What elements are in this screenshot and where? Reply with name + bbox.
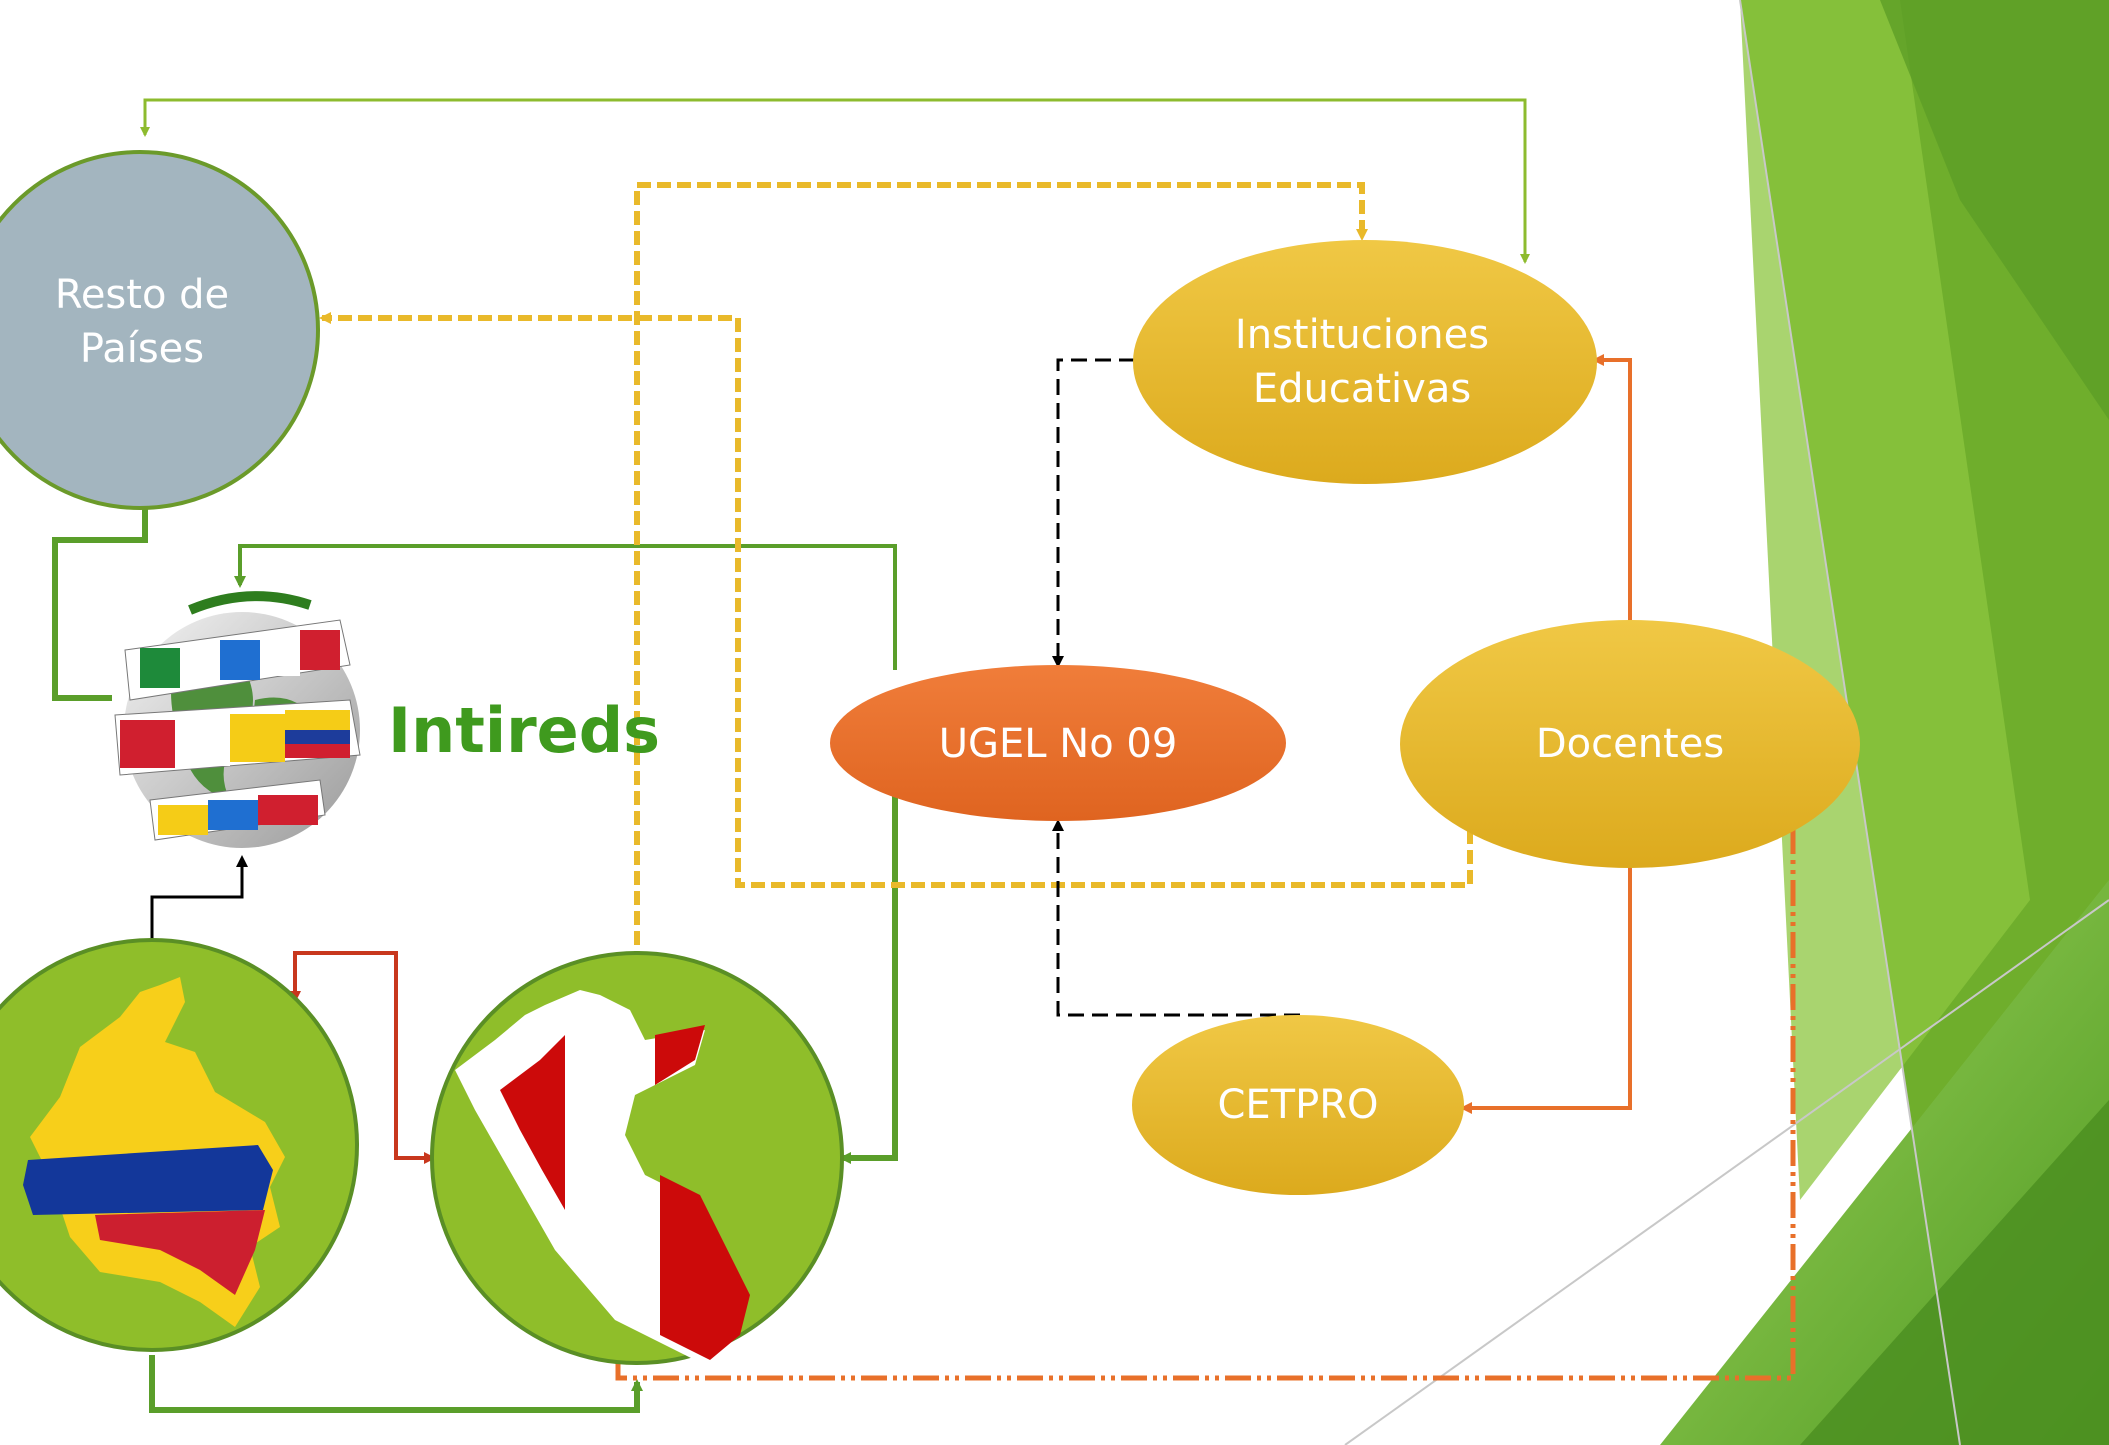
instituciones-label-line1: Instituciones (1235, 312, 1489, 358)
arrow-ugel-intireds (234, 544, 897, 670)
arrow-peru-instituciones (634, 182, 1368, 985)
node-docentes: Docentes (1400, 620, 1860, 868)
arrow-intireds-resto (52, 487, 151, 701)
resto-label-line2: Países (80, 326, 204, 372)
globe-flags-icon (114, 591, 361, 848)
docentes-label: Docentes (1536, 721, 1724, 767)
peru-map-icon (455, 990, 750, 1360)
arrow-colombia-intireds (150, 855, 248, 948)
cetpro-label: CETPRO (1217, 1082, 1378, 1128)
arrow-docentes-cetpro (1460, 868, 1632, 1114)
node-resto-de-paises: Resto de Países (0, 150, 320, 510)
node-peru (430, 951, 844, 1365)
arrow-ugel-peru (839, 795, 898, 1164)
node-ugel: UGEL No 09 (830, 665, 1286, 821)
arrow-docentes-instituciones (1592, 354, 1632, 625)
resto-label-line1: Resto de (55, 272, 229, 318)
decorative-background (1344, 0, 2109, 1445)
node-colombia (0, 938, 359, 1352)
arrow-cetpro-ugel (1052, 819, 1300, 1017)
arrow-colombia-peru (149, 1355, 643, 1413)
intireds-wordmark: Intireds (388, 694, 660, 767)
instituciones-label-line2: Educativas (1253, 366, 1471, 412)
colombia-map-icon (23, 977, 285, 1327)
arrow-docentes-resto (319, 312, 1473, 888)
intireds-logo: Intireds (114, 591, 660, 848)
node-instituciones-educativas: Instituciones Educativas (1133, 240, 1597, 484)
arrow-instituciones-ugel (1052, 358, 1135, 668)
arrow-top-loop (140, 98, 1527, 262)
ugel-label: UGEL No 09 (939, 721, 1178, 767)
node-cetpro: CETPRO (1132, 1015, 1464, 1195)
